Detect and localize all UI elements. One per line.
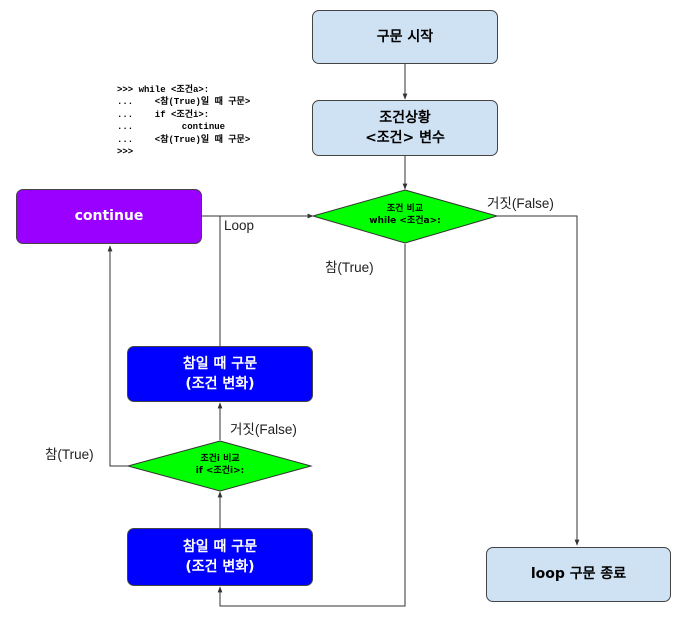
true-statement-upper-node: 참일 때 구문 (조건 변화) <box>127 346 313 402</box>
if-decision-line-2: if <조건i>: <box>195 465 245 476</box>
if-false-label: 거짓(False) <box>230 422 297 437</box>
while-decision-text: 조건 비교 while <조건a>: <box>345 204 465 227</box>
lower-stmt-line-2: (조건 변화) <box>185 559 255 575</box>
arrow-while-false-to-end <box>497 215 580 546</box>
loop-end-node-label: loop 구문 종료 <box>530 566 627 583</box>
code-line: ... continue <box>117 122 226 133</box>
start-node-label: 구문 시작 <box>376 28 434 45</box>
while-decision-diamond <box>311 189 499 244</box>
condition-state-line-1: 조건상황 <box>379 109 431 126</box>
while-decision-line-2: while <조건a>: <box>369 215 441 226</box>
while-false-label: 거짓(False) <box>487 196 554 211</box>
if-true-label: 참(True) <box>45 447 94 462</box>
continue-node-label: continue <box>74 208 144 225</box>
while-true-label: 참(True) <box>325 260 374 275</box>
loop-end-node: loop 구문 종료 <box>486 547 671 602</box>
if-decision-text: 조건i 비교 if <조건i>: <box>160 454 280 477</box>
continue-node: continue <box>16 189 202 244</box>
condition-state-line-2: <조건> 변수 <box>365 130 445 146</box>
arrow-upper-stmt-loop <box>219 213 314 346</box>
code-line: ... <참(True)일 때 구문> <box>117 97 251 108</box>
true-statement-lower-node: 참일 때 구문 (조건 변화) <box>127 528 313 586</box>
code-snippet: >>> while <조건a>: ... <참(True)일 때 구문> ...… <box>117 84 250 158</box>
code-line: >>> <box>117 147 134 158</box>
code-line: ... <참(True)일 때 구문> <box>117 134 251 145</box>
if-decision-line-1: 조건i 비교 <box>200 454 240 464</box>
start-node: 구문 시작 <box>312 10 498 64</box>
code-line: >>> while <조건a>: <box>117 85 210 95</box>
loop-label: Loop <box>224 218 255 233</box>
code-line: ... if <조건i>: <box>117 109 210 120</box>
lower-stmt-line-1: 참일 때 구문 <box>182 538 258 555</box>
while-decision-line-1: 조건 비교 <box>386 204 424 214</box>
if-decision-diamond <box>126 440 313 492</box>
arrow-while-true-to-lower-stmt <box>217 244 406 607</box>
arrow-if-true-to-continue <box>107 245 128 467</box>
upper-stmt-line-1: 참일 때 구문 <box>182 355 258 372</box>
condition-state-node: 조건상황 <조건> 변수 <box>312 100 498 156</box>
upper-stmt-line-2: (조건 변화) <box>185 376 255 392</box>
